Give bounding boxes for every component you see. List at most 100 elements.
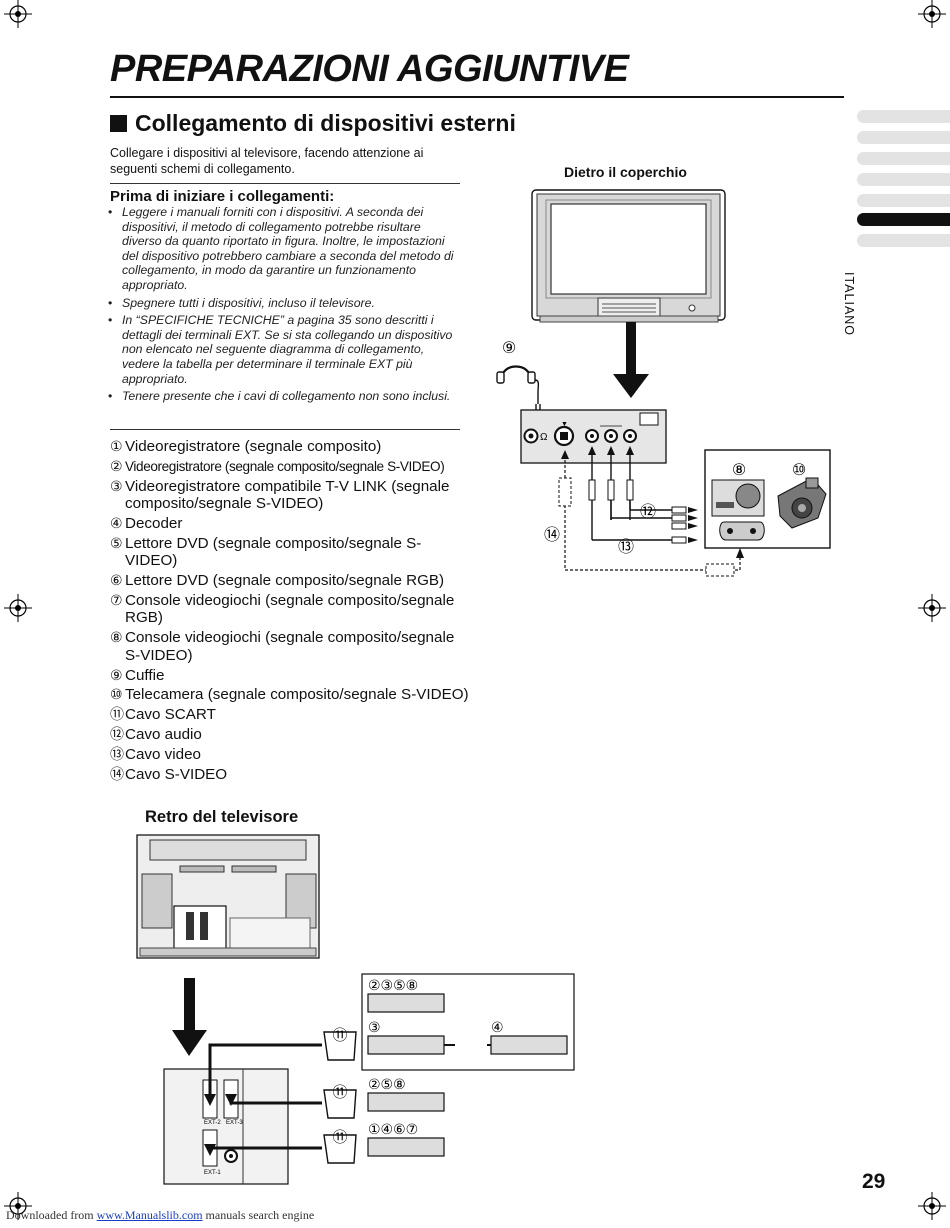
svideo-cable-label: ⑭ (544, 526, 560, 544)
registration-mark-icon (4, 1192, 32, 1220)
section-tab (857, 152, 950, 165)
audio-cable-label: ⑫ (640, 503, 656, 521)
big-arrow-down-icon (172, 978, 207, 1056)
item-label: Console videogiochi (segnale composito/s… (125, 591, 455, 627)
item-label: Cavo video (125, 745, 201, 763)
item-number: ⑫ (110, 725, 124, 742)
item-label: Decoder (125, 514, 183, 532)
section-tab (857, 194, 950, 207)
item-label: Cavo audio (125, 725, 202, 743)
headphones-label: ⑨ (502, 340, 516, 357)
page-number: 29 (862, 1170, 886, 1193)
item-number: ⑭ (110, 765, 124, 782)
precautions-list: Leggere i manuali forniti con i disposit… (108, 205, 458, 407)
item-label: Console videogiochi (segnale composito/s… (125, 629, 455, 664)
big-arrow-down-icon (613, 322, 649, 398)
section-tab-active (857, 213, 950, 226)
scart-cable-label: ⑪ (332, 1027, 347, 1044)
section-tab (857, 110, 950, 123)
registration-mark-icon (918, 1192, 946, 1220)
item-number: ⑬ (110, 745, 124, 762)
section-tab (857, 234, 950, 247)
item-label: Lettore DVD (segnale composito/segnale R… (125, 572, 445, 590)
svg-text:Ω: Ω (540, 432, 548, 443)
item-number: ⑪ (110, 706, 124, 723)
footer-link[interactable]: www.Manualslib.com (96, 1208, 203, 1222)
front-panel-illustration: Ω ▼ (520, 409, 667, 464)
rear-panel-illustration: EXT-2 EXT-3 EXT-1 (163, 1068, 289, 1185)
page-title: PREPARAZIONI AGGIUNTIVE (110, 48, 629, 90)
section-title-text: Collegamento di dispositivi esterni (135, 110, 516, 136)
footer-prefix: Downloaded from (6, 1208, 97, 1222)
footer-suffix: manuals search engine (202, 1208, 315, 1222)
tv-front-illustration (531, 189, 726, 323)
item-label: Lettore DVD (segnale composito/segnale S… (125, 534, 422, 570)
registration-mark-icon (4, 0, 32, 28)
item-number: ② (110, 457, 123, 474)
section-tab (857, 173, 950, 186)
footer: Downloaded from www.Manualslib.com manua… (6, 1208, 314, 1223)
item-label: Cuffie (125, 666, 165, 684)
item-label: Telecamera (segnale composito/segnale S-… (125, 686, 469, 704)
item-number: ⑨ (110, 666, 123, 683)
scart-cable-label: ⑪ (332, 1084, 347, 1101)
item-number: ① (110, 438, 123, 454)
registration-mark-icon (918, 0, 946, 28)
scart-cable-label: ⑪ (332, 1129, 347, 1146)
video-cable-label: ⑬ (618, 538, 634, 556)
ext3-label: EXT-3 (226, 1120, 243, 1126)
tv-rear-illustration (136, 834, 320, 959)
divider (110, 429, 460, 430)
item-number: ⑤ (110, 534, 123, 551)
item-number: ⑥ (110, 572, 123, 589)
front-diagram-caption: Dietro il coperchio (564, 164, 687, 180)
rear-connection-diagram: EXT-2 EXT-3 EXT-1 ⑪ ⑪ ⑪ ⑪ ②③⑤⑧ ③ ④ ②⑤ (136, 834, 575, 1185)
list-item: Spegnere tutti i dispositivi, incluso il… (108, 296, 458, 311)
divider (110, 183, 460, 184)
title-underline (110, 96, 844, 98)
registration-mark-icon (4, 594, 32, 622)
device-group-label: ①④⑥⑦ (368, 1121, 418, 1137)
language-label: ITALIANO (842, 272, 856, 337)
item-number: ⑩ (110, 686, 123, 703)
ext1-label: EXT-1 (204, 1170, 221, 1176)
item-label: Videoregistratore (segnale composito) (125, 438, 382, 455)
front-connection-diagram: Ω ▼ (496, 189, 831, 577)
device-group-label: ②③⑤⑧ (368, 977, 418, 993)
item-label: Videoregistratore (segnale composito/seg… (125, 458, 445, 474)
camcorder-label: ⑩ (792, 462, 806, 479)
square-bullet-icon (110, 115, 127, 132)
item-label: Cavo SCART (125, 706, 216, 724)
game-console-icon (711, 479, 765, 541)
camcorder-icon (777, 477, 827, 529)
item-label: Videoregistratore compatibile T-V LINK (… (125, 477, 450, 513)
item-number: ⑦ (110, 591, 123, 608)
item-number: ④ (110, 514, 123, 531)
device-group-label: ④ (491, 1019, 504, 1035)
device-group-label: ②⑤⑧ (368, 1076, 406, 1092)
intro-text: Collegare i dispositivi al televisore, f… (110, 146, 424, 176)
svg-text:▼: ▼ (561, 421, 568, 428)
item-label: Cavo S-VIDEO (125, 765, 228, 783)
rear-diagram-caption: Retro del televisore (145, 808, 299, 826)
device-group-label: ③ (368, 1019, 381, 1035)
before-connecting-heading: Prima di iniziare i collegamenti: (110, 188, 335, 205)
section-tab (857, 131, 950, 144)
ext2-label: EXT-2 (204, 1120, 221, 1126)
section-title: Collegamento di dispositivi esterni (110, 110, 516, 137)
item-number: ③ (110, 477, 123, 494)
list-item: Tenere presente che i cavi di collegamen… (108, 389, 458, 404)
